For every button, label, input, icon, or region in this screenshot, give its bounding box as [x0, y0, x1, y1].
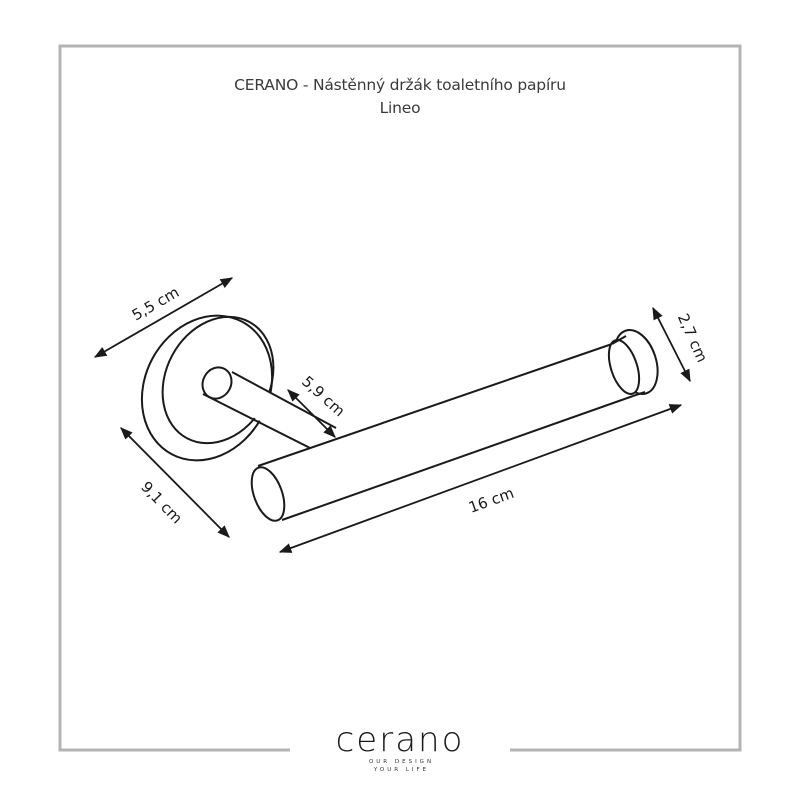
- dim-label-end-cap-diameter: 2,7 cm: [674, 311, 711, 365]
- logo-tagline-2: YOUR LIFE: [373, 767, 430, 773]
- logo-tagline-1: OUR DESIGN: [368, 759, 435, 765]
- dim-line-rosette-height: [120, 427, 230, 538]
- dimension-lines: [93, 277, 691, 553]
- dim-line-rosette-diameter: [93, 277, 234, 358]
- brand-logo: cerano OUR DESIGN YOUR LIFE: [300, 722, 500, 774]
- dim-label-rosette-diameter: 5,5 cm: [129, 283, 183, 324]
- dim-line-end-cap-diameter: [652, 306, 691, 383]
- dim-label-bar-length: 16 cm: [466, 484, 516, 517]
- product-title: CERANO - Nástěnný držák toaletního papír…: [234, 76, 566, 94]
- logo-wordmark: cerano: [335, 720, 465, 760]
- dim-line-bar-length: [278, 404, 683, 553]
- title-block: CERANO - Nástěnný držák toaletního papír…: [0, 74, 800, 120]
- product-line-name: Lineo: [379, 99, 421, 117]
